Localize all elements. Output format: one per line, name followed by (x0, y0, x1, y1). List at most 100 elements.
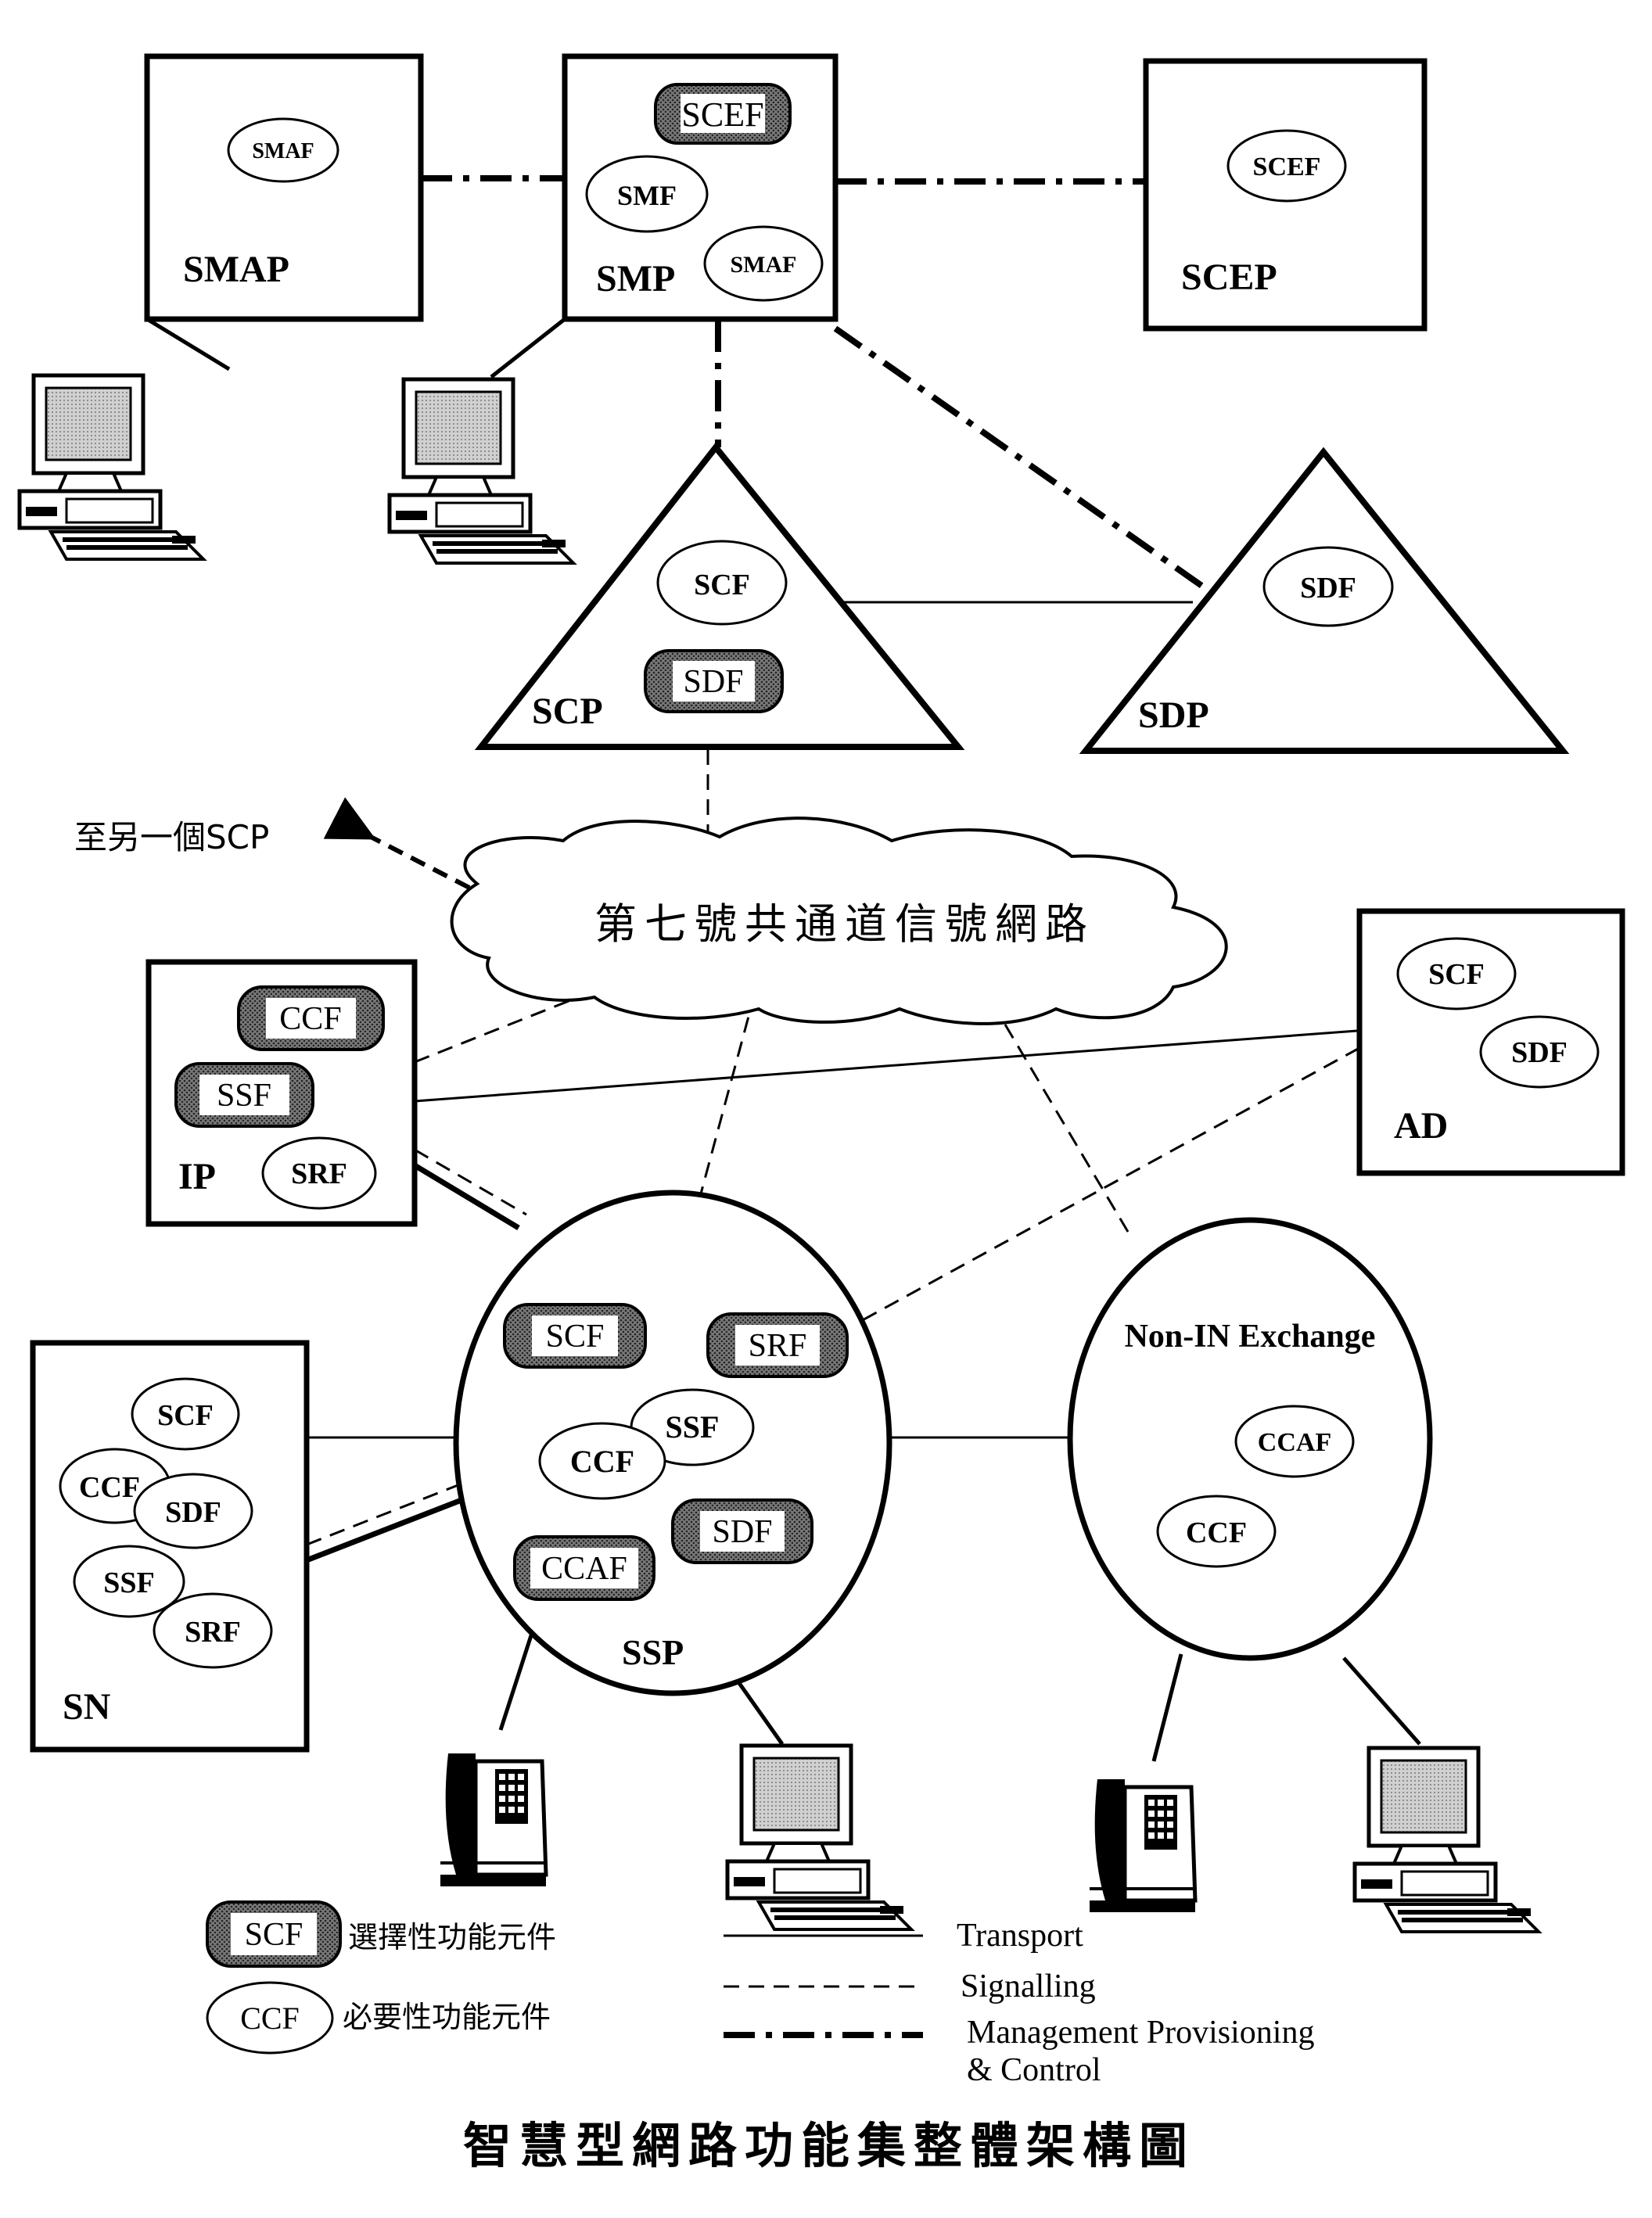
arrow-to-other-scp (323, 797, 471, 890)
transport-ip-ssp (413, 1163, 520, 1230)
svg-text:SCF: SCF (1428, 958, 1485, 991)
node-ip: CCF SSF SRF IP (145, 959, 418, 1227)
node-label-smap: SMAP (183, 249, 289, 290)
svg-text:SMAF: SMAF (731, 252, 797, 278)
function-smf: SMF (585, 155, 709, 233)
link-nonin-terminal (1342, 1656, 1421, 1746)
node-smp: SCEF SMF SMAF SMP (562, 53, 839, 322)
function-ccf: CCF (538, 1422, 666, 1500)
link-ssp-phone (498, 1632, 534, 1731)
function-ssf-optional: SSF (174, 1062, 314, 1128)
function-smaf: SMAF (227, 117, 339, 183)
legend-required-text: 必要性功能元件 (343, 2000, 551, 2034)
node-label-sdp: SDP (1138, 694, 1209, 736)
svg-text:SSF: SSF (217, 1078, 271, 1114)
signal-ad-ssp (852, 1046, 1360, 1327)
function-ccaf: CCAF (1234, 1405, 1355, 1478)
svg-text:SCF: SCF (546, 1319, 605, 1355)
computer-icon (727, 1746, 911, 1929)
transport-ip-ad (414, 1029, 1358, 1103)
function-smaf: SMAF (703, 225, 824, 302)
function-sdf: SDF (1262, 546, 1394, 627)
function-srf-optional: SRF (706, 1312, 849, 1378)
function-ccf: CCF (1156, 1495, 1277, 1568)
svg-text:SCF: SCF (157, 1399, 214, 1432)
telephone-icon (1090, 1779, 1195, 1912)
svg-text:SCF: SCF (245, 1917, 303, 1953)
transport-sn-ssp-heavy (305, 1497, 463, 1563)
svg-text:SMF: SMF (617, 180, 677, 211)
svg-text:CCAF: CCAF (541, 1551, 627, 1587)
computer-icon (390, 379, 573, 563)
svg-text:SDF: SDF (1300, 572, 1356, 605)
function-ssf: SSF (73, 1545, 185, 1618)
svg-text:SDF: SDF (683, 664, 743, 700)
signalling-network-cloud: 第七號共通道信號網路 (450, 816, 1228, 1025)
node-scp: SCF SDF SCP (474, 442, 965, 750)
function-scf: SCF (131, 1377, 240, 1451)
node-label-scp: SCP (532, 691, 603, 732)
node-sn: SCF CCF SDF SSF SRF SN (30, 1340, 310, 1753)
function-scf-optional: SCF (503, 1303, 647, 1369)
function-ccf-optional: CCF (237, 985, 385, 1051)
svg-text:SSF: SSF (666, 1409, 720, 1445)
link-smp-terminal (490, 318, 566, 379)
legend-management-label-2: & Control (967, 2052, 1101, 2088)
function-scef: SCEF (1226, 129, 1347, 203)
to-other-scp-label: 至另一個SCP (74, 818, 269, 856)
svg-text:CCF: CCF (1186, 1516, 1247, 1549)
function-srf: SRF (261, 1136, 377, 1210)
svg-text:SSF: SSF (103, 1567, 154, 1599)
node-label-ssp: SSP (622, 1632, 684, 1672)
link-smap-terminal (145, 317, 231, 371)
svg-text:CCAF: CCAF (1258, 1428, 1331, 1457)
node-ad: SCF SDF AD (1356, 908, 1625, 1176)
telephone-icon (440, 1753, 546, 1886)
function-sdf: SDF (1479, 1015, 1600, 1089)
signal-sn-ssp (306, 1483, 461, 1546)
legend-optional-text: 選擇性功能元件 (348, 1920, 556, 1954)
node-ssp: SCF SRF SSF CCF SDF CCAF SSP (453, 1190, 892, 1696)
node-smap: SMAF SMAP (144, 53, 424, 322)
node-label-smp: SMP (596, 258, 675, 300)
function-ccaf-optional: CCAF (513, 1535, 655, 1601)
node-label-scep: SCEP (1181, 257, 1277, 298)
legend-required: CCF 必要性功能元件 (206, 1981, 551, 2055)
figure-caption: 智慧型網路功能集整體架構圖 (463, 2117, 1195, 2174)
node-sdp: SDF SDP (1079, 447, 1570, 754)
svg-text:SCEF: SCEF (1253, 153, 1321, 181)
svg-text:SDF: SDF (712, 1514, 772, 1550)
function-scef-optional: SCEF (654, 83, 792, 145)
signal-network-ssp (699, 992, 756, 1197)
svg-text:SMAF: SMAF (252, 139, 314, 163)
node-label-ip: IP (178, 1156, 216, 1197)
svg-text:CCF: CCF (240, 2001, 300, 2036)
network-label: 第七號共通道信號網路 (594, 899, 1095, 949)
legend: SCF 選擇性功能元件 CCF 必要性功能元件 Transport Signal… (206, 1900, 1314, 2088)
function-scf: SCF (656, 540, 788, 626)
function-sdf: SDF (133, 1473, 253, 1549)
node-non-in-exchange: Non-IN Exchange CCAF CCF (1067, 1217, 1433, 1661)
node-label-non-in: Non-IN Exchange (1125, 1319, 1376, 1355)
svg-text:SCF: SCF (694, 569, 750, 601)
node-label-sn: SN (63, 1686, 111, 1728)
computer-icon (20, 375, 203, 559)
signal-ip-ssp (414, 1148, 527, 1216)
function-sdf-optional: SDF (644, 649, 784, 713)
function-scf: SCF (1396, 937, 1517, 1010)
svg-text:SRF: SRF (749, 1328, 807, 1364)
svg-text:SDF: SDF (1511, 1036, 1568, 1069)
svg-text:SRF: SRF (185, 1616, 241, 1649)
link-nonin-phone (1151, 1653, 1183, 1762)
svg-text:CCF: CCF (79, 1471, 140, 1504)
mgmt-smp-sdp (833, 325, 1211, 594)
svg-text:SCEF: SCEF (681, 95, 763, 134)
legend-optional: SCF 選擇性功能元件 (206, 1900, 556, 1968)
svg-text:CCF: CCF (279, 1001, 341, 1037)
svg-text:CCF: CCF (570, 1444, 634, 1479)
computer-icon (1355, 1748, 1539, 1932)
svg-text:SRF: SRF (291, 1157, 347, 1190)
svg-text:SDF: SDF (165, 1496, 221, 1529)
legend-transport-label: Transport (957, 1918, 1083, 1954)
